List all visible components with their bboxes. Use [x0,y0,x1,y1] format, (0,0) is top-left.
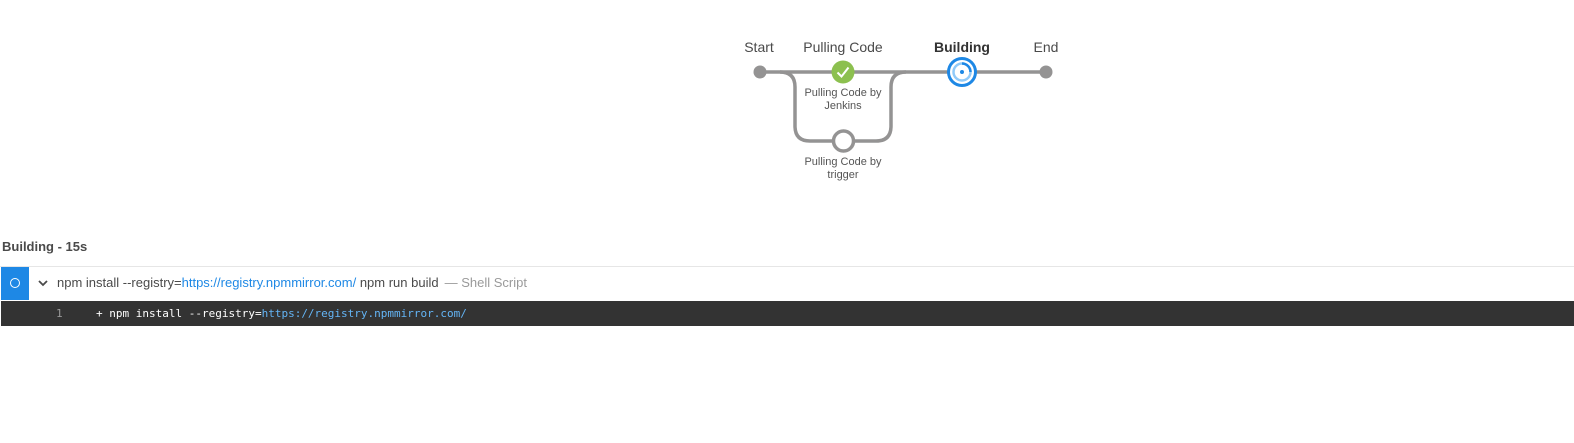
step-command-suffix: npm run build [356,275,439,290]
circle-icon[interactable] [831,129,856,153]
console-registry-link[interactable]: https://registry.npmmirror.com/ [261,307,467,320]
stage-title-end: End [1033,39,1059,55]
branch-label-jenkins-line2: Jenkins [824,100,862,112]
step-registry-link[interactable]: https://registry.npmmirror.com/ [181,275,357,290]
stage-title-start: Start [744,39,774,55]
branch-label-trigger-line2: trigger [827,169,859,181]
console-output: 1 + npm install --registry=https://regis… [1,301,1574,326]
start-node [753,65,767,79]
pipeline-svg [753,57,1053,153]
step-command-prefix: npm install --registry= [57,275,182,290]
running-ring-icon [10,278,20,288]
step-status-running-icon [1,267,29,300]
console-line-prefix: + npm install --registry= [96,307,262,320]
branch-connector-left [779,70,832,143]
stage-duration-title: Building - 15s [2,239,88,254]
branch-connector-right [855,70,907,143]
pipeline-graph: Start Pulling Code Building End Pulling … [0,0,1574,200]
console-line-text: + npm install --registry=https://registr… [96,307,467,320]
stage-title-building: Building [934,39,990,55]
stage-title-pulling-code: Pulling Code [803,39,883,55]
step-type-label: — Shell Script [444,275,527,290]
chevron-down-icon[interactable] [37,277,49,289]
console-line-number: 1 [56,307,63,320]
step-command[interactable]: npm install --registry=https://registry.… [57,274,527,291]
branch-label-jenkins[interactable]: Pulling Code by Jenkins [788,87,898,113]
branch-label-trigger[interactable]: Pulling Code by trigger [788,156,898,182]
end-node [1039,65,1053,79]
running-icon[interactable] [947,57,977,87]
branch-label-trigger-line1: Pulling Code by [804,156,882,168]
check-icon[interactable] [831,60,855,84]
step-divider [0,266,1574,267]
step-row[interactable]: npm install --registry=https://registry.… [0,267,1574,300]
branch-label-jenkins-line1: Pulling Code by [804,87,882,99]
